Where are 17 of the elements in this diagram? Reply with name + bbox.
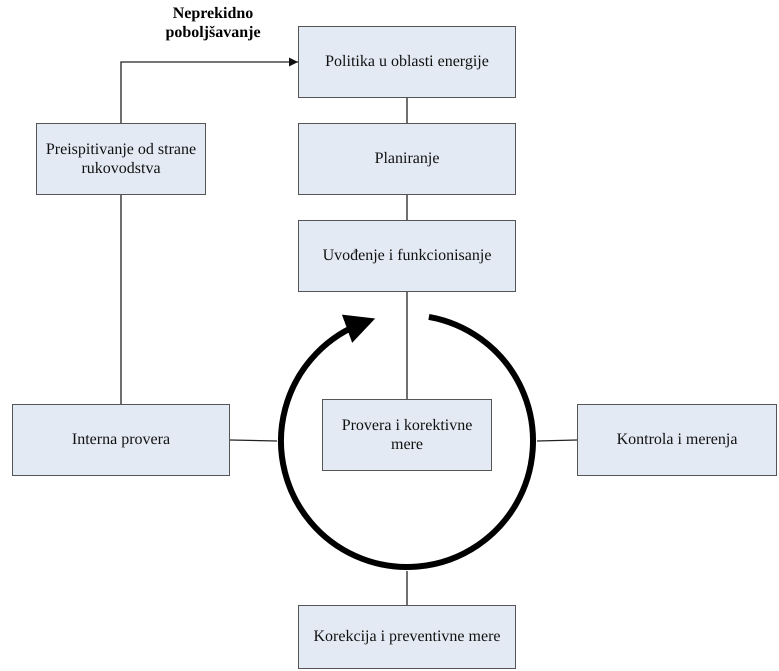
process-box: Preispitivanje od strane rukovodstva (36, 123, 206, 195)
process-box: Provera i korektivne mere (322, 399, 492, 471)
process-box: Korekcija i preventivne mere (298, 605, 516, 669)
cycle-arrow (277, 311, 537, 571)
process-box: Uvođenje i funkcionisanje (298, 220, 516, 292)
process-box: Politika u oblasti energije (298, 26, 516, 98)
connector-line (406, 571, 408, 605)
connector-line (406, 98, 408, 123)
connector-line (406, 292, 408, 399)
connector-line (406, 195, 408, 220)
process-box: Interna provera (12, 404, 230, 476)
process-box: Planiranje (298, 123, 516, 195)
connector-line (536, 439, 578, 442)
process-box: Kontrola i merenja (577, 404, 777, 476)
arrow (120, 58, 298, 123)
connector-line (230, 439, 278, 442)
connector-line (120, 195, 122, 404)
